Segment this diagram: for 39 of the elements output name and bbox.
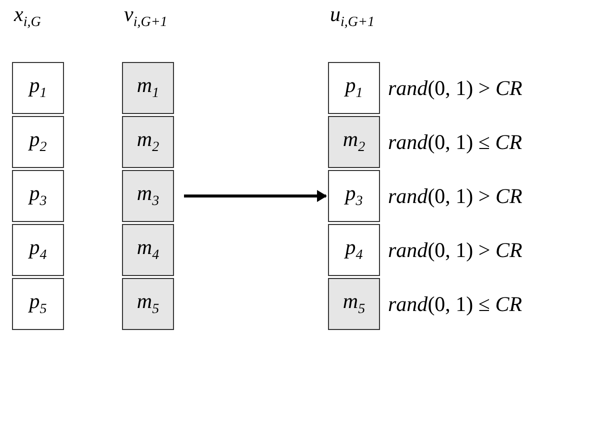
cell-label: m$_{5}$ [136, 289, 160, 319]
cell-box [12, 62, 64, 114]
cell-label: m$_{5}$ [342, 289, 366, 319]
cell-label: p$_{1}$ [345, 73, 363, 103]
condition-text: rand(0, 1) > CR [388, 237, 522, 264]
cell-box [122, 170, 174, 222]
cell-label: m$_{3}$ [136, 181, 160, 211]
cell-box [12, 278, 64, 330]
cell-label: p$_{5}$ [29, 289, 47, 319]
cell-box [328, 116, 380, 168]
cell-label: p$_{3}$ [29, 181, 47, 211]
cell-box [12, 224, 64, 276]
cell-box [12, 170, 64, 222]
condition-text: rand(0, 1) ≤ CR [388, 129, 522, 156]
cell-box [122, 278, 174, 330]
arrow [184, 190, 327, 202]
cell-label: m$_{1}$ [136, 73, 160, 103]
cell-box [328, 278, 380, 330]
cell-box [122, 224, 174, 276]
cell-box [328, 170, 380, 222]
cell-box [328, 62, 380, 114]
column-heading: u$_{i,G+1}$ [330, 2, 374, 32]
column-heading: x$_{i,G}$ [14, 2, 41, 32]
cell-box [122, 62, 174, 114]
cell-label: p$_{1}$ [29, 73, 47, 103]
condition-text: rand(0, 1) > CR [388, 75, 522, 102]
cell-label: m$_{4}$ [136, 235, 160, 265]
column-heading: v$_{i,G+1}$ [124, 2, 168, 32]
cell-label: m$_{2}$ [342, 127, 366, 157]
cell-label: p$_{4}$ [29, 235, 47, 265]
cell-label: p$_{2}$ [29, 127, 47, 157]
cell-box [12, 116, 64, 168]
cell-label: m$_{2}$ [136, 127, 160, 157]
cell-box [328, 224, 380, 276]
cell-label: p$_{3}$ [345, 181, 363, 211]
cell-box [122, 116, 174, 168]
cell-label: p$_{4}$ [345, 235, 363, 265]
condition-text: rand(0, 1) > CR [388, 183, 522, 210]
condition-text: rand(0, 1) ≤ CR [388, 291, 522, 318]
